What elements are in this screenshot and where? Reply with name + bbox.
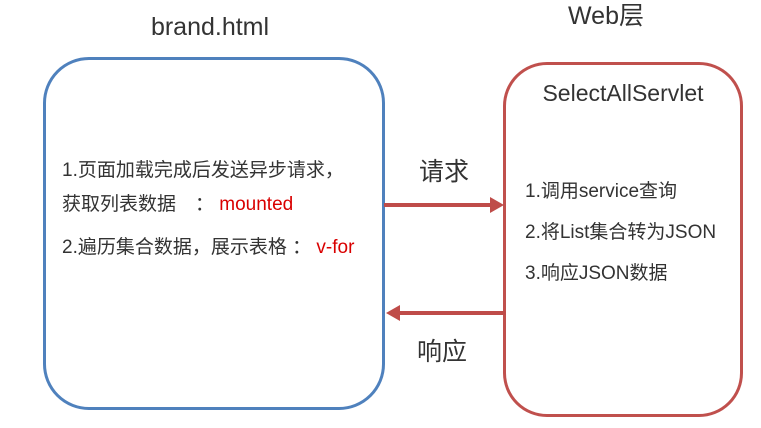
mounted-hook-code: mounted (219, 194, 294, 215)
request-arrow-icon (384, 197, 504, 213)
server-box (503, 62, 743, 417)
response-arrow-icon (386, 305, 506, 321)
v-for-directive-code: v-for (316, 237, 355, 258)
web-layer-title: Web层 (568, 2, 644, 30)
client-step-2-text: 2.遍历集合数据，展示表格 ： (62, 237, 317, 258)
client-step-1: 1.页面加载完成后发送异步请求， (62, 160, 344, 182)
client-box (43, 57, 385, 410)
client-step-1-text: 1.页面加载完成后发送异步请求， (62, 160, 344, 181)
client-page-title: brand.html (150, 13, 270, 41)
request-arrow-label: 请求 (418, 158, 469, 186)
server-step-3: 3.响应JSON数据 (525, 263, 668, 284)
servlet-name: SelectAllServlet (542, 80, 704, 106)
server-step-2: 2.将List集合转为JSON (525, 222, 717, 243)
client-step-2: 2.遍历集合数据，展示表格 ： v-for (62, 237, 354, 259)
client-step-1-continued-text: 获取列表数据 ： (62, 194, 220, 215)
server-step-1: 1.调用service查询 (525, 181, 678, 202)
response-arrow-label: 响应 (416, 338, 467, 366)
client-step-1-continued: 获取列表数据 ： mounted (62, 194, 293, 216)
